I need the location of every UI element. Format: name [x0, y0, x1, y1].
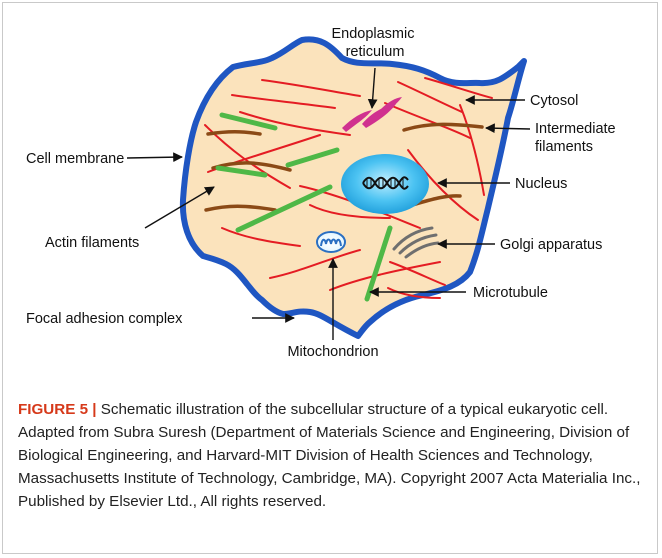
figure-caption: FIGURE 5 | Schematic illustration of the…	[18, 398, 643, 513]
label-cytosol: Cytosol	[530, 93, 578, 109]
mitochondrion-shape	[317, 232, 345, 252]
figure-label: FIGURE 5 |	[18, 401, 97, 418]
label-focal-adhesion-complex: Focal adhesion complex	[26, 311, 183, 327]
label-microtubule: Microtubule	[473, 285, 548, 301]
label-mitochondrion: Mitochondrion	[287, 344, 378, 360]
label-nucleus: Nucleus	[515, 176, 567, 192]
caption-text: Schematic illustration of the subcellula…	[18, 401, 640, 510]
label-cell-membrane: Cell membrane	[26, 151, 124, 167]
label-golgi-apparatus: Golgi apparatus	[500, 237, 602, 253]
label-endoplasmic-reticulum: Endoplasmic reticulum	[331, 26, 418, 60]
cell-diagram: Endoplasmic reticulum Cytosol Intermedia…	[0, 0, 662, 395]
label-actin-filaments: Actin filaments	[45, 235, 139, 251]
nucleus-shape	[341, 154, 429, 214]
label-intermediate-filaments: Intermediate filaments	[535, 121, 620, 155]
